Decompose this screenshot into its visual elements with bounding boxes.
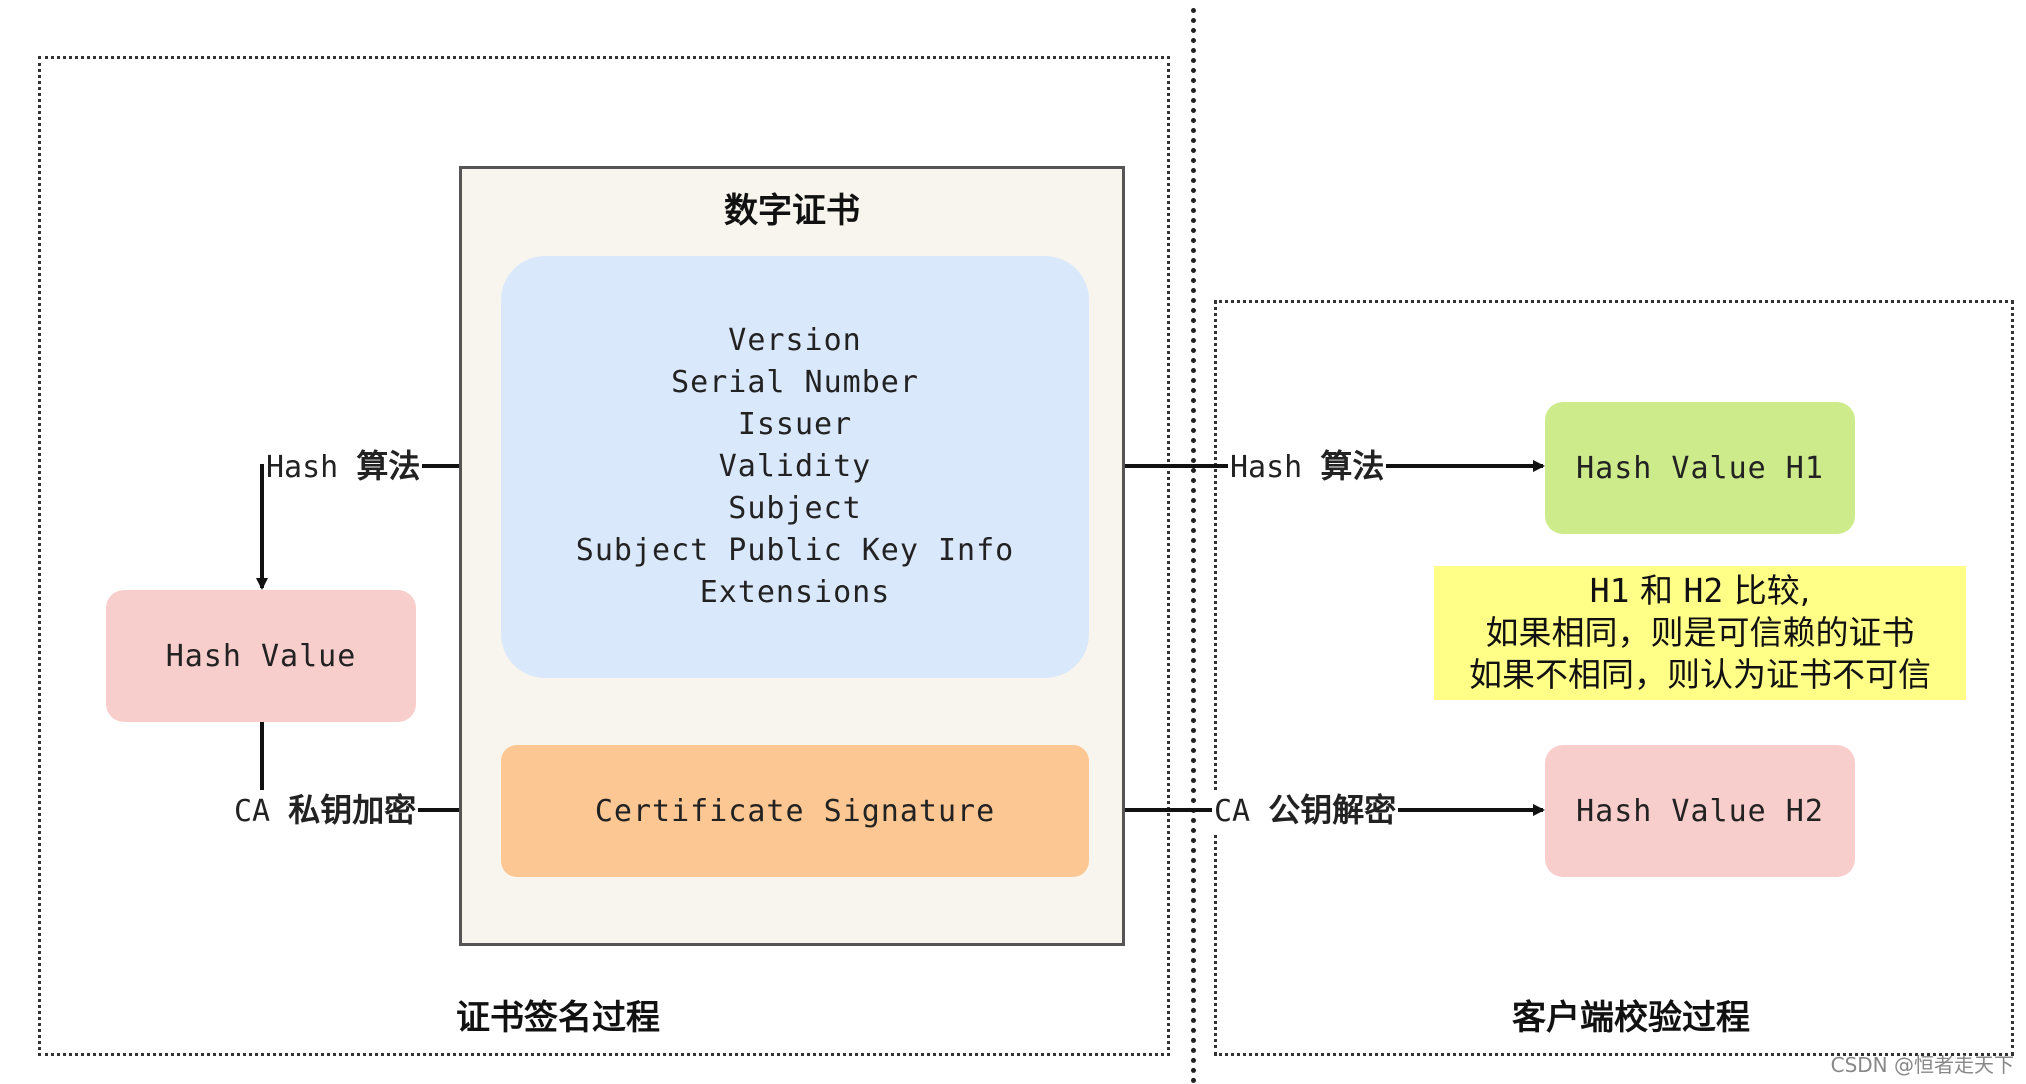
watermark: CSDN @恒者走天下 xyxy=(1830,1053,2014,1077)
comparison-note: H1 和 H2 比较, 如果相同，则是可信赖的证书 如果不相同，则认为证书不可信 xyxy=(1434,566,1966,700)
label-left-hash-cn: 算法 xyxy=(356,447,421,485)
field-serial-number: Serial Number xyxy=(671,365,919,400)
label-left-ca-prefix: CA xyxy=(234,794,271,829)
label-right-ca-prefix: CA xyxy=(1214,794,1251,829)
field-version: Version xyxy=(728,323,862,358)
label-left-ca-private-key: CA 私钥加密 xyxy=(232,790,419,832)
label-left-ca-cn: 私钥加密 xyxy=(288,791,417,829)
verification-process-title: 客户端校验过程 xyxy=(1512,998,1750,1038)
verification-process-zone xyxy=(1214,300,2014,1056)
label-right-hash-algorithm: Hash 算法 xyxy=(1228,446,1387,488)
hash-value-h2-box: Hash Value H2 xyxy=(1545,745,1855,877)
hash-value-h1-box: Hash Value H1 xyxy=(1545,402,1855,534)
note-and: 和 xyxy=(1640,571,1673,610)
label-right-hash-prefix: Hash xyxy=(1230,450,1303,485)
note-compare: 比较, xyxy=(1733,571,1811,610)
field-subject: Subject xyxy=(728,491,862,526)
field-subject-public-key-info: Subject Public Key Info xyxy=(575,533,1015,568)
certificate-signature: Certificate Signature xyxy=(501,745,1089,877)
zone-divider xyxy=(1191,8,1196,1084)
label-left-hash-algorithm: Hash 算法 xyxy=(264,446,423,488)
note-line-2: 如果相同，则是可信赖的证书 xyxy=(1485,613,1915,652)
certificate-fields: Version Serial Number Issuer Validity Su… xyxy=(501,256,1089,678)
label-right-hash-cn: 算法 xyxy=(1320,447,1385,485)
note-line-1: H1 和 H2 比较, xyxy=(1590,570,1811,612)
label-right-ca-public-key: CA 公钥解密 xyxy=(1212,790,1399,832)
note-line-3: 如果不相同，则认为证书不可信 xyxy=(1469,655,1931,694)
label-left-hash-prefix: Hash xyxy=(266,450,339,485)
signing-process-title: 证书签名过程 xyxy=(456,998,660,1038)
note-h1: H1 xyxy=(1589,571,1630,610)
note-h2: H2 xyxy=(1683,571,1724,610)
label-right-ca-cn: 公钥解密 xyxy=(1268,791,1397,829)
field-validity: Validity xyxy=(718,449,872,484)
field-issuer: Issuer xyxy=(737,407,853,442)
certificate-title: 数字证书 xyxy=(724,191,860,231)
field-extensions: Extensions xyxy=(699,575,891,610)
signing-process-zone xyxy=(38,56,1170,1056)
hash-value-box: Hash Value xyxy=(106,590,416,722)
